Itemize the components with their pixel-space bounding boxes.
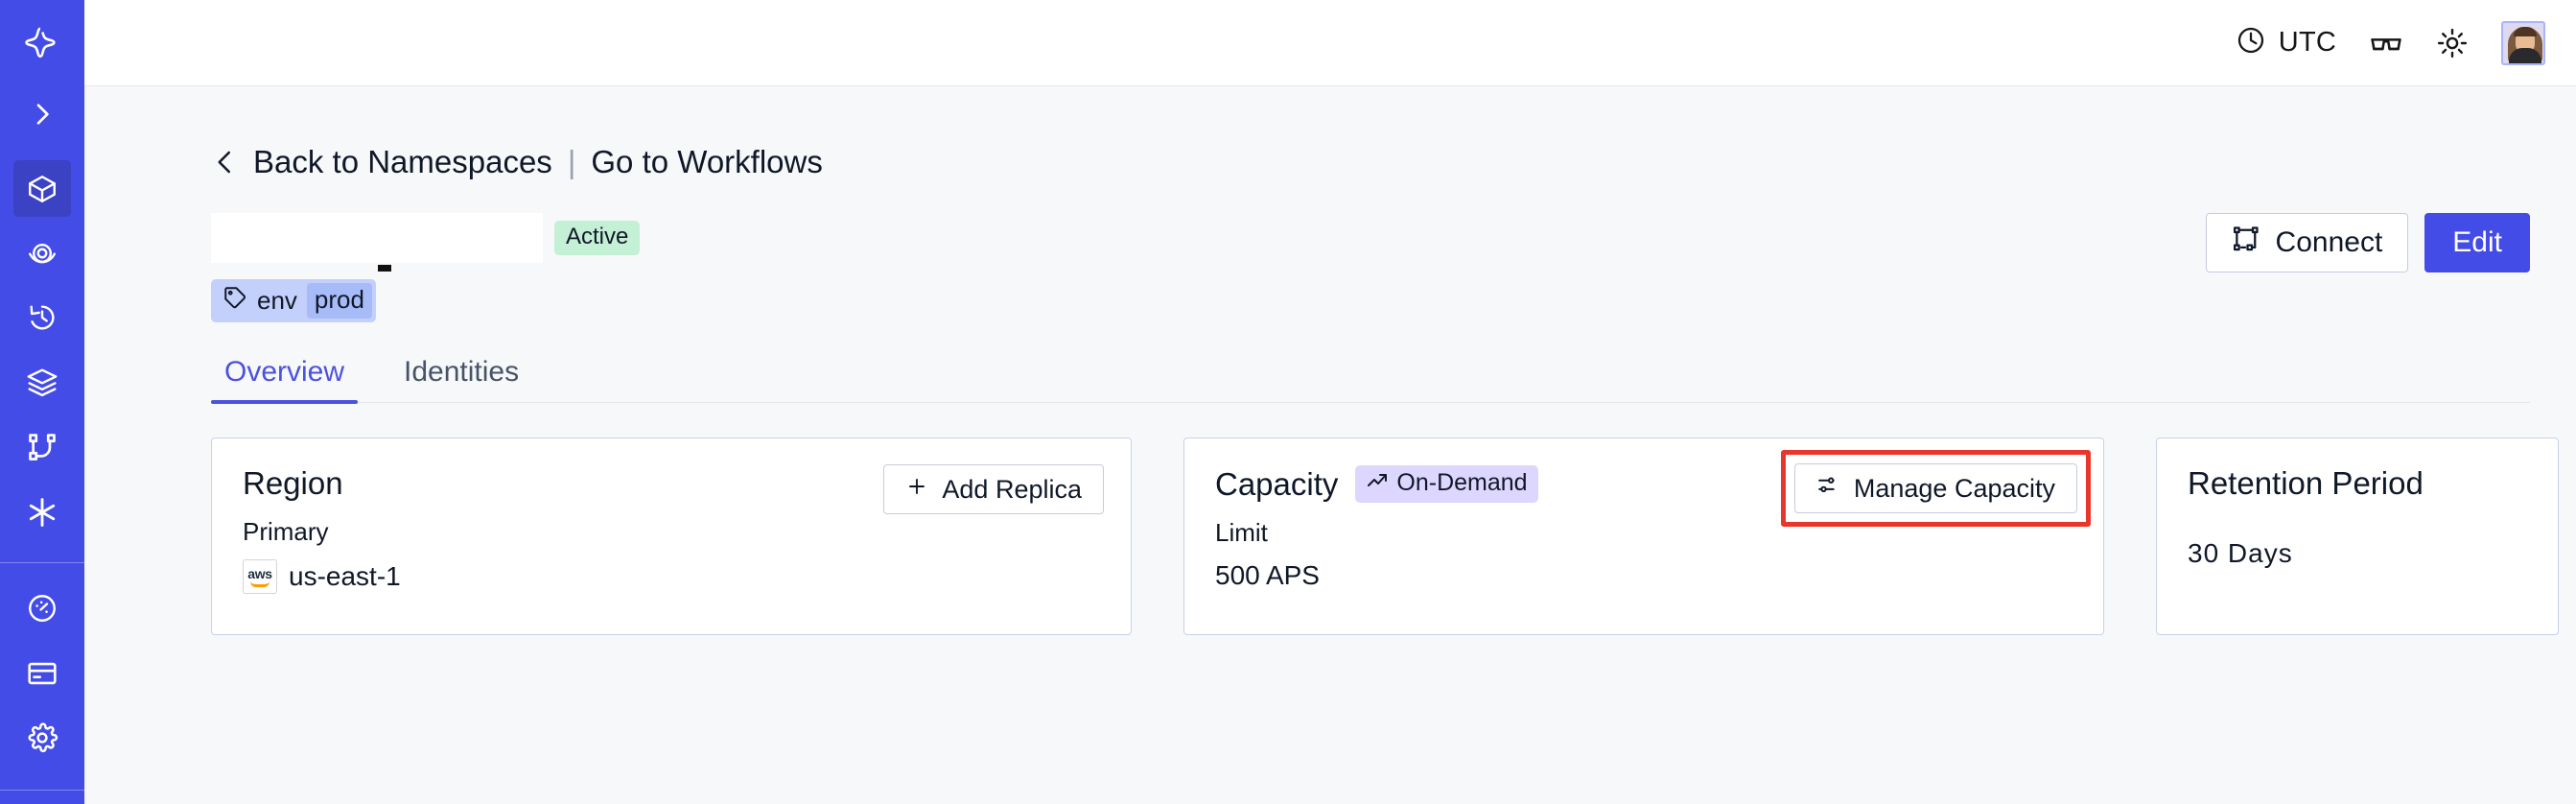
cube-icon <box>26 173 59 205</box>
region-card-action: Add Replica <box>883 464 1104 514</box>
namespace-header: Active Connect Edit <box>211 213 2530 272</box>
retention-card: Retention Period 30 Days <box>2156 437 2559 635</box>
aws-icon: aws <box>243 559 277 594</box>
history-clock-icon <box>26 301 59 334</box>
asterisk-icon <box>25 495 59 530</box>
overview-cards: Region Add Replica Primary aws <box>211 437 2559 635</box>
trend-up-arrow-icon <box>1366 469 1389 497</box>
clock-icon <box>2236 25 2266 60</box>
capacity-mode-label: On-Demand <box>1396 469 1528 496</box>
credit-card-icon <box>26 657 59 690</box>
region-sub-label: Primary <box>243 517 329 546</box>
gear-icon <box>26 721 59 754</box>
sidebar-item-usage[interactable] <box>13 580 71 637</box>
connect-button-label: Connect <box>2275 226 2383 258</box>
manage-capacity-label: Manage Capacity <box>1853 473 2055 503</box>
workflow-branch-icon <box>26 431 59 463</box>
region-value-row: aws us-east-1 <box>243 559 1100 594</box>
sidebar-divider-lower <box>0 790 84 791</box>
edit-button[interactable]: Edit <box>2424 213 2530 272</box>
tab-overview[interactable]: Overview <box>211 356 359 404</box>
sidebar-item-nexus[interactable] <box>13 484 71 540</box>
edit-button-label: Edit <box>2452 226 2502 258</box>
capacity-card-header: Capacity On-Demand <box>1215 465 2073 503</box>
tag-icon <box>222 285 247 317</box>
capacity-card-title: Capacity <box>1215 465 1339 502</box>
connect-button[interactable]: Connect <box>2205 213 2409 272</box>
sidebar-item-workflows[interactable] <box>13 419 71 476</box>
sidebar-item-billing[interactable] <box>13 645 71 701</box>
timezone-label: UTC <box>2278 27 2336 58</box>
glasses-icon[interactable] <box>2369 26 2403 60</box>
manage-capacity-button[interactable]: Manage Capacity <box>1793 463 2077 513</box>
plus-icon <box>905 475 928 505</box>
add-replica-button[interactable]: Add Replica <box>883 464 1104 514</box>
user-avatar[interactable] <box>2501 20 2545 65</box>
avatar-body <box>2509 47 2541 63</box>
region-card: Region Add Replica Primary aws <box>211 437 1132 635</box>
avatar-fringe <box>2514 26 2537 36</box>
main-area: UTC <box>84 0 2576 804</box>
chevron-right-icon <box>27 99 58 130</box>
chevron-left-icon[interactable] <box>211 146 240 178</box>
tag-list: env prod <box>211 279 2530 322</box>
add-replica-label: Add Replica <box>942 474 1082 504</box>
header-actions: Connect Edit <box>2205 213 2530 272</box>
gauge-icon <box>26 592 59 625</box>
sliders-icon <box>1816 473 1840 504</box>
retention-value: 30 Days <box>2188 538 2293 568</box>
capacity-mode-badge: On-Demand <box>1355 465 1538 503</box>
sun-icon[interactable] <box>2436 27 2469 59</box>
tag-key: env <box>257 286 297 315</box>
layers-icon <box>26 367 59 399</box>
topbar: UTC <box>84 0 2576 86</box>
sidebar-item-batch-operations[interactable] <box>13 354 71 411</box>
breadcrumb-back-link[interactable]: Back to Namespaces <box>253 144 552 179</box>
manage-capacity-highlight: Manage Capacity <box>1780 450 2091 527</box>
connect-flow-icon <box>2232 225 2260 261</box>
sidebar-divider-upper <box>0 561 84 563</box>
capacity-card: Capacity On-Demand <box>1183 437 2104 635</box>
page-title <box>211 213 543 272</box>
breadcrumb-separator: | <box>567 144 576 179</box>
aws-icon-smile <box>250 581 269 587</box>
region-card-title: Region <box>243 465 343 501</box>
breadcrumb: Back to Namespaces | Go to Workflows <box>211 144 2530 180</box>
sidebar-item-observability[interactable] <box>13 225 71 281</box>
tag-chip-env[interactable]: env prod <box>211 279 376 322</box>
timezone-selector[interactable]: UTC <box>2236 25 2336 60</box>
breadcrumb-workflows-link[interactable]: Go to Workflows <box>591 144 823 179</box>
region-value: us-east-1 <box>289 561 401 591</box>
sidebar-item-namespaces[interactable] <box>13 159 71 218</box>
sidebar-item-settings[interactable] <box>13 710 71 767</box>
tag-value: prod <box>306 283 372 319</box>
left-sidebar <box>0 0 84 804</box>
temporal-star-logo-icon[interactable] <box>13 13 71 76</box>
capacity-sub-label: Limit <box>1215 518 1268 547</box>
tab-bar: Overview Identities <box>211 356 2530 404</box>
status-badge: Active <box>554 221 641 255</box>
capacity-value: 500 APS <box>1215 560 1320 590</box>
eye-radar-icon <box>26 237 59 270</box>
tab-identities[interactable]: Identities <box>404 356 520 388</box>
sidebar-item-schedules[interactable] <box>13 290 71 346</box>
page-content: Back to Namespaces | Go to Workflows Act… <box>84 86 2576 804</box>
retention-card-title: Retention Period <box>2188 465 2424 501</box>
region-card-header: Region <box>243 465 1100 502</box>
sidebar-item-expand-sidebar[interactable] <box>13 85 71 142</box>
retention-card-header: Retention Period <box>2188 465 2527 502</box>
aws-icon-text: aws <box>247 565 272 581</box>
